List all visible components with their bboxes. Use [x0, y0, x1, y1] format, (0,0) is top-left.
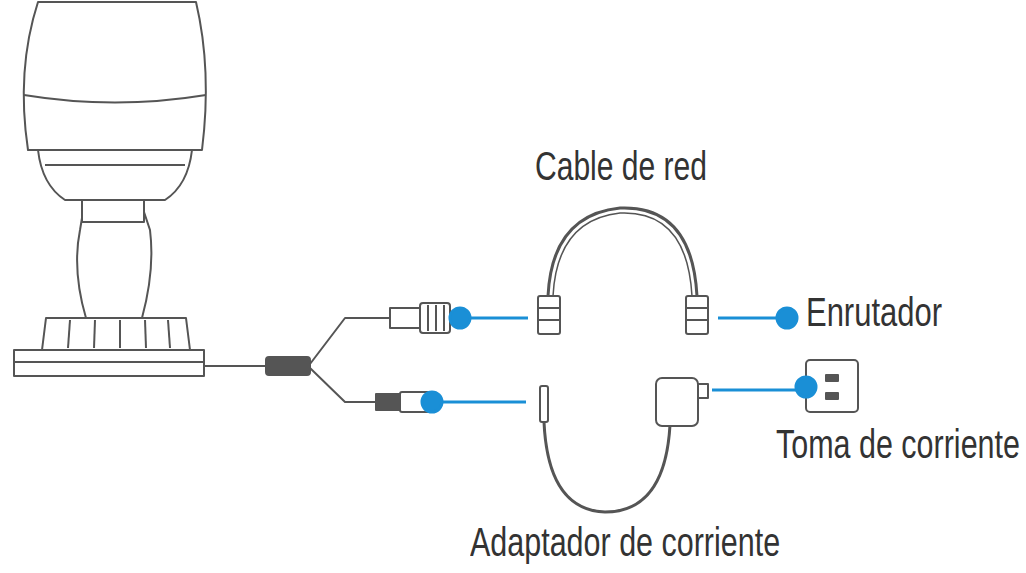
rj45-plug: [538, 296, 560, 334]
outlet-slot: [826, 375, 838, 381]
mount-ridge: [168, 320, 170, 348]
camera-band: [24, 95, 206, 103]
mount-ridge: [68, 320, 70, 348]
rj45-plug: [686, 296, 708, 334]
camera-base: [14, 350, 204, 376]
connection-line: [432, 401, 526, 404]
mount-ridge: [145, 320, 146, 348]
connection-dot: [777, 308, 797, 328]
plug-ridge: [538, 319, 560, 321]
part-label: Adaptador de corriente: [470, 522, 780, 562]
plug-ridge: [686, 319, 708, 321]
network-cable-inner: [553, 213, 692, 296]
mount-ridge: [94, 320, 95, 348]
plug-ridge: [538, 307, 560, 309]
camera-lens-hood: [38, 150, 192, 200]
connection-dot: [450, 308, 470, 328]
camera-housing: [24, 2, 206, 150]
power-adapter: [656, 378, 698, 426]
base-seam: [14, 361, 204, 363]
connection-dot: [796, 377, 816, 397]
connection-line: [712, 389, 806, 392]
pigtail-cable: [204, 365, 266, 367]
dc-plug-tip: [540, 386, 548, 422]
adapter-prongs: [698, 384, 708, 398]
power-lead: [310, 368, 376, 402]
nut-ridge: [435, 305, 437, 331]
part-label: Cable de red: [535, 146, 707, 186]
part-label: Toma de corriente: [776, 424, 1020, 464]
outlet-slot: [826, 393, 838, 399]
dc-socket: [376, 394, 400, 410]
cable-splitter: [266, 357, 310, 375]
plug-ridge: [686, 307, 708, 309]
ethernet-socket: [390, 308, 420, 328]
nut-ridge: [443, 305, 445, 331]
mount-ridge: [119, 320, 121, 348]
ethernet-socket-nut: [420, 303, 450, 333]
network-cable: [548, 208, 697, 296]
connection-dot: [422, 392, 442, 412]
camera-mount: [42, 318, 190, 350]
adapter-cable: [544, 422, 670, 512]
nut-ridge: [427, 305, 429, 331]
ethernet-lead: [310, 318, 390, 364]
camera-neck: [77, 200, 151, 318]
part-label: Enrutador: [806, 292, 942, 332]
camera-collar: [82, 200, 144, 222]
camera-lens-seam: [45, 164, 185, 166]
